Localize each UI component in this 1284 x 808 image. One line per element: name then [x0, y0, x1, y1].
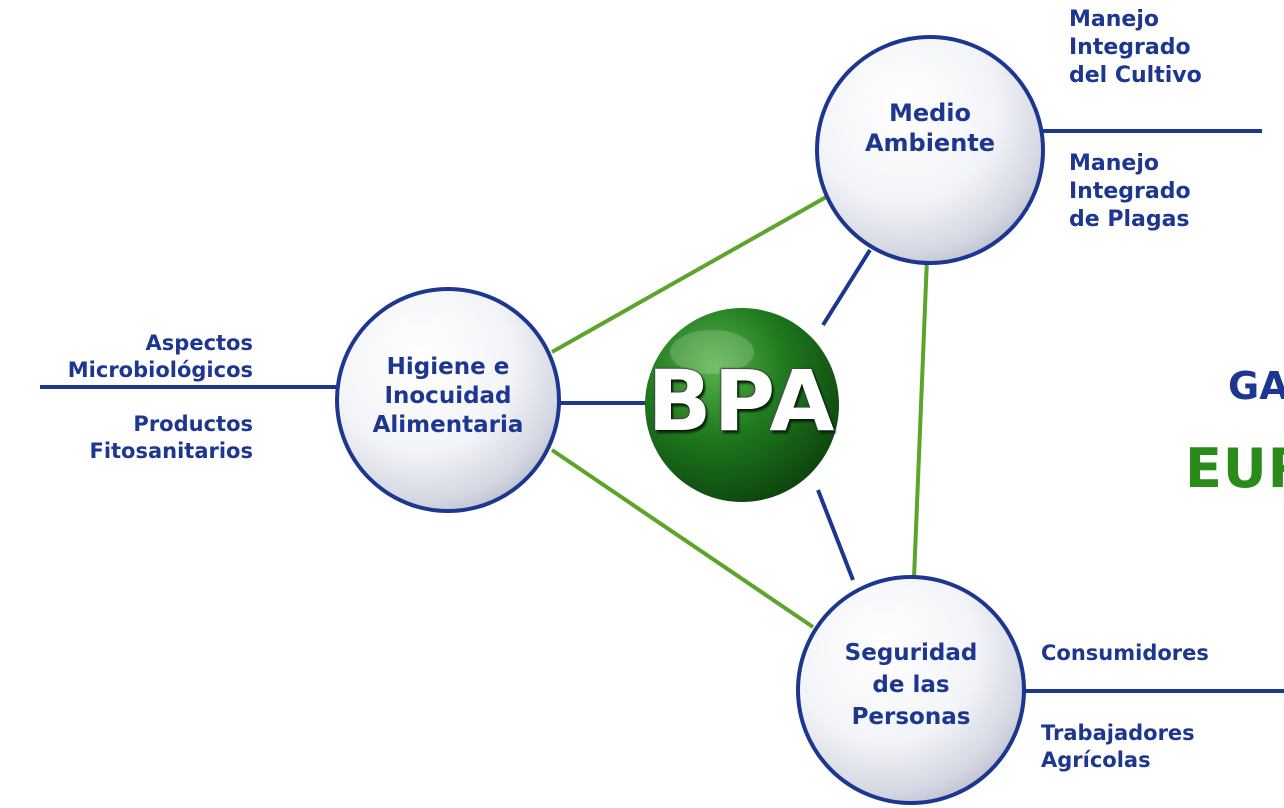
branch-label-seguridad-below: Trabajadores Agrícolas: [1041, 720, 1195, 774]
branch-medio-above-line2: Integrado: [1069, 35, 1191, 61]
node-circle-medio: [815, 35, 1045, 265]
node-medio-line1: Medio: [888, 99, 972, 127]
node-seguridad-line1: Seguridad: [844, 640, 978, 666]
branch-medio-below-line3: de Plagas: [1069, 207, 1190, 233]
center-label: BPA: [647, 352, 837, 450]
side-title-eur: EUR: [1185, 437, 1284, 500]
branch-higiene-above-line1: Aspectos: [145, 331, 253, 355]
node-seguridad-line3: Personas: [851, 704, 971, 731]
node-higiene-line1: Higiene e: [386, 354, 510, 380]
spoke-center-seguridad: [816, 489, 855, 581]
node-higiene-line2: Inocuidad: [384, 382, 512, 409]
branch-medio-above-line3: del Cultivo: [1069, 63, 1202, 89]
node-label-seguridad: Seguridad de las Personas: [801, 637, 1021, 734]
branch-medio-below-line1: Manejo: [1069, 151, 1159, 176]
branch-seguridad-above-line1: Consumidores: [1041, 641, 1209, 665]
node-label-medio: Medio Ambiente: [830, 98, 1030, 158]
branch-label-medio-below: Manejo Integrado de Plagas: [1069, 150, 1191, 234]
branch-higiene-above-line2: Microbiológicos: [67, 357, 253, 382]
branch-higiene-below-line1: Productos: [133, 412, 253, 436]
node-circle-higiene: [335, 287, 561, 513]
branch-seguridad-below-line2: Agrícolas: [1041, 747, 1151, 772]
branch-label-higiene-below: Productos Fitosanitarios: [89, 411, 253, 465]
node-label-higiene: Higiene e Inocuidad Alimentaria: [336, 353, 560, 439]
link-higiene-medio: [551, 194, 829, 354]
branch-seguridad-below-line1: Trabajadores: [1041, 721, 1195, 745]
node-seguridad-line2: de las: [872, 672, 950, 699]
branch-higiene-below-line2: Fitosanitarios: [89, 438, 253, 463]
node-circle-seguridad: [796, 575, 1026, 805]
center-sphere: [645, 308, 839, 502]
side-title-ga: GA: [1228, 364, 1284, 408]
node-higiene-line3: Alimentaria: [372, 411, 524, 438]
branch-label-medio-above: Manejo Integrado del Cultivo: [1069, 6, 1202, 90]
center-highlight: [670, 330, 754, 374]
link-higiene-seguridad: [550, 448, 815, 629]
branch-label-seguridad-above: Consumidores: [1041, 640, 1209, 667]
spoke-center-medio: [821, 248, 872, 327]
branch-medio-above-line1: Manejo: [1069, 7, 1159, 32]
node-medio-line2: Ambiente: [864, 129, 996, 157]
branch-label-higiene-above: Aspectos Microbiológicos: [68, 330, 253, 384]
branch-medio-below-line2: Integrado: [1069, 179, 1191, 205]
